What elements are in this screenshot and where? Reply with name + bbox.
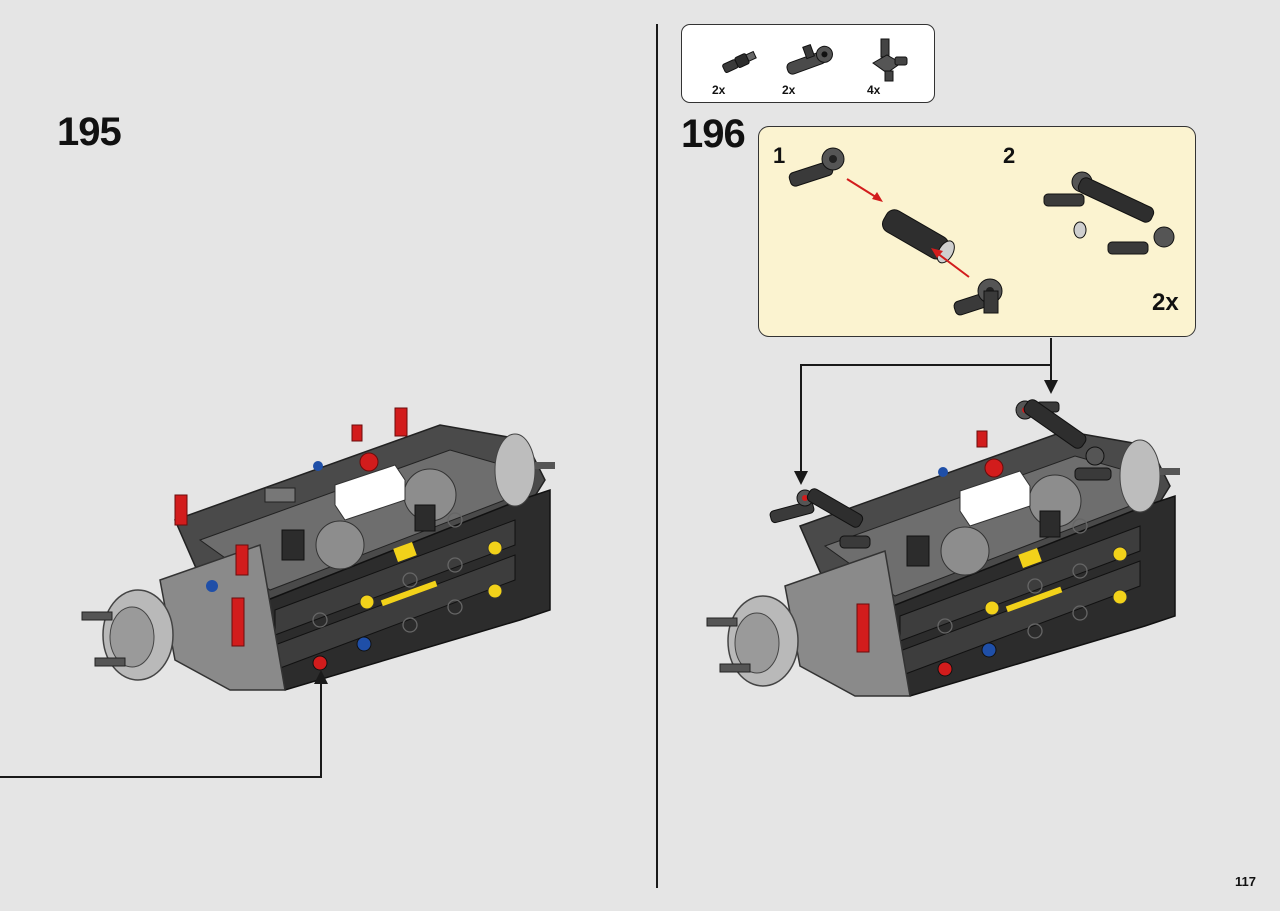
sub-step-1: 1	[773, 143, 786, 168]
angle-connector-top	[788, 147, 845, 187]
new-connector-right	[1015, 399, 1112, 481]
angle-connector-icon	[786, 43, 833, 75]
angle-connector-bottom	[953, 278, 1003, 316]
new-connector-left	[769, 488, 871, 549]
step-number-196: 196	[681, 112, 746, 156]
sub-step-2: 2	[1003, 143, 1016, 168]
arrowhead-left	[314, 670, 328, 684]
axle-joiner-middle	[881, 209, 955, 264]
engine-assembly-right	[706, 399, 1180, 697]
axle-connector-2-icon	[872, 38, 908, 82]
step-number-195: 195	[57, 110, 122, 154]
part-quantity-1: 2x	[712, 83, 726, 97]
model-illustration-left	[0, 407, 555, 778]
arrowhead-right-1	[1044, 380, 1058, 394]
parts-list-box: 2x 2x 4x	[681, 24, 935, 103]
subassembly-illustration	[788, 147, 1175, 316]
page-number: 117	[1235, 874, 1256, 889]
part-quantity-3: 4x	[867, 83, 881, 97]
part-item-1: 2x	[712, 35, 772, 97]
engine-assembly-left	[81, 407, 555, 691]
assembled-connector	[1043, 171, 1175, 255]
subassembly-multiplier: 2x	[1152, 289, 1179, 316]
arrowhead-right-2	[794, 471, 808, 485]
axle-connector-icon	[722, 50, 757, 73]
subassembly-callout: 1 2 2x	[758, 126, 1196, 337]
part-quantity-2: 2x	[782, 83, 796, 97]
page-divider	[656, 24, 658, 888]
callout-line-left	[0, 680, 322, 778]
part-item-2: 2x	[782, 35, 842, 97]
part-item-3: 4x	[867, 35, 927, 97]
callout-line-branch	[800, 364, 1051, 475]
